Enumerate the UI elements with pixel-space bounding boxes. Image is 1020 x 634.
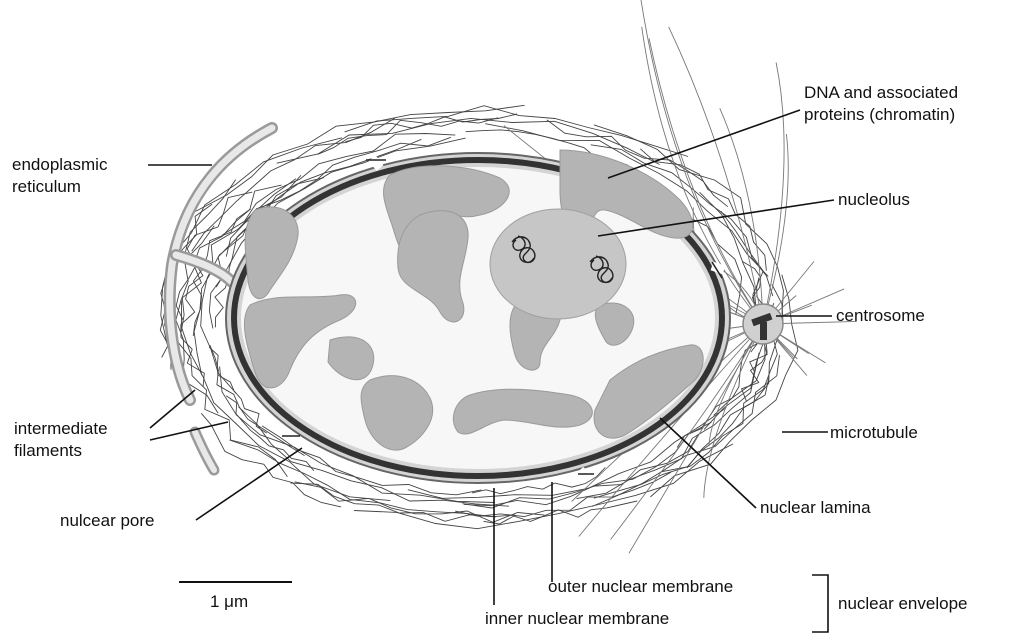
label-nuclear-lamina: nuclear lamina bbox=[760, 497, 871, 519]
nucleolus-shape bbox=[490, 209, 626, 319]
label-centrosome: centrosome bbox=[836, 305, 925, 327]
label-nuclear-pore: nulcear pore bbox=[60, 510, 155, 532]
label-endoplasmic-reticulum: endoplasmic reticulum bbox=[12, 154, 107, 198]
centrosome-shape bbox=[743, 304, 783, 344]
microtubule-strand bbox=[763, 63, 784, 325]
label-inner-nuclear-membrane: inner nuclear membrane bbox=[485, 608, 669, 630]
label-dna-chromatin: DNA and associated proteins (chromatin) bbox=[804, 82, 958, 126]
intermediate-filament bbox=[345, 114, 517, 142]
label-outer-nuclear-membrane: outer nuclear membrane bbox=[548, 576, 733, 598]
intermediate-filament bbox=[484, 501, 638, 524]
label-scale-bar: 1 μm bbox=[210, 591, 248, 613]
label-microtubule: microtubule bbox=[830, 422, 918, 444]
label-intermediate-filaments: intermediate filaments bbox=[14, 418, 108, 462]
label-nucleolus: nucleolus bbox=[838, 189, 910, 211]
label-nuclear-envelope: nuclear envelope bbox=[838, 593, 967, 615]
microtubule-strand bbox=[763, 134, 788, 324]
